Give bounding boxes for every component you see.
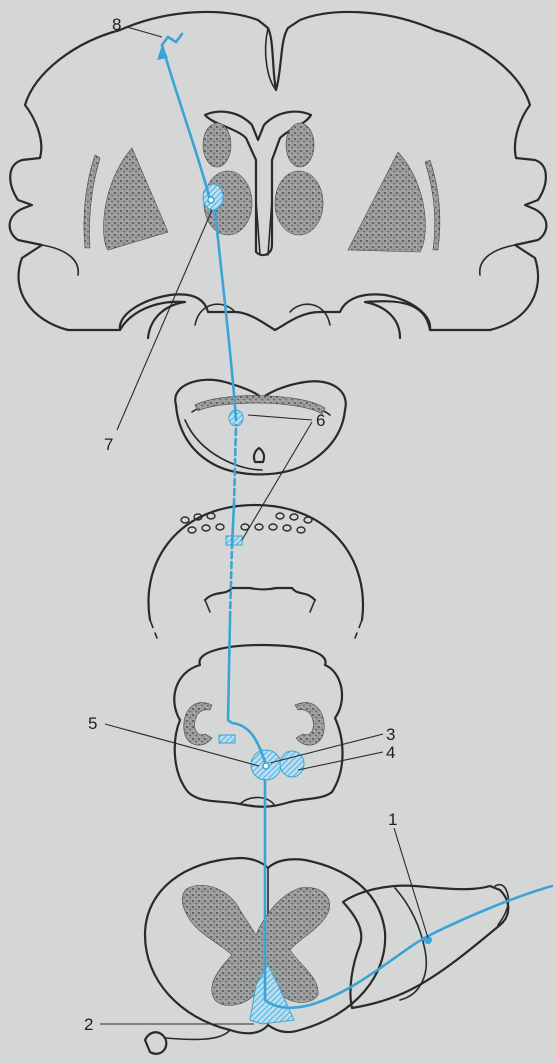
medial-lemniscus-medulla <box>219 735 235 743</box>
lentiform-left <box>104 148 168 250</box>
third-ventricle <box>256 200 272 255</box>
label-8: 8 <box>112 15 121 34</box>
leader-3 <box>270 734 383 763</box>
temporal-horn-left <box>120 302 185 338</box>
leader-6b <box>242 422 312 540</box>
cortical-terminal <box>162 34 182 45</box>
second-order-neuron-top <box>215 210 236 420</box>
leader-8 <box>127 27 162 37</box>
label-2: 2 <box>84 1015 93 1034</box>
inferior-olive-left <box>184 703 212 746</box>
claustrum-left <box>84 155 100 248</box>
pons-dash-left <box>150 620 157 638</box>
label-3: 3 <box>386 725 395 744</box>
dorsal-root-inner <box>395 888 426 1000</box>
label-1: 1 <box>388 810 397 829</box>
label-7: 7 <box>104 435 113 454</box>
thalamic-neuron-cell <box>208 197 214 203</box>
cerebral-aqueduct <box>254 448 264 462</box>
label-6: 6 <box>316 411 325 430</box>
leader-5 <box>105 724 259 766</box>
second-order-neuron-dashed <box>230 545 232 618</box>
label-4: 4 <box>386 743 395 762</box>
fourth-ventricle-floor <box>205 588 315 600</box>
leader-1 <box>394 828 428 938</box>
sulcus-left <box>42 245 78 275</box>
second-order-neuron-dashed-2 <box>234 425 236 505</box>
tectum-band <box>195 396 325 414</box>
inferior-olive-right <box>295 703 324 746</box>
lentiform-right <box>348 152 425 252</box>
cerebrum-section <box>10 12 547 338</box>
pons-dash-right <box>355 620 362 638</box>
dorsal-root <box>343 886 508 1008</box>
hippocampus-right <box>290 304 330 325</box>
ventral-root-line <box>165 1030 230 1040</box>
ventral-root <box>145 1032 166 1054</box>
medulla-section <box>174 645 342 807</box>
pons-outline <box>148 505 363 620</box>
caudate-left <box>203 123 231 167</box>
fourth-ventricle-hooks <box>205 600 315 612</box>
temporal-horn-right <box>365 301 430 338</box>
third-order-neuron <box>162 45 210 200</box>
label-5: 5 <box>88 714 97 733</box>
midbrain-inner-line <box>185 420 262 470</box>
sulcus-right <box>480 245 515 275</box>
medial-lemniscus-pons <box>226 536 242 545</box>
caudate-right <box>286 123 314 167</box>
thalamus-right <box>275 171 323 235</box>
leader-6a <box>248 415 312 420</box>
hippocampus-left <box>195 304 235 325</box>
pathway-arrow <box>157 45 168 60</box>
medullary-neuron-cell <box>263 763 269 769</box>
pons-section <box>148 505 363 638</box>
claustrum-right <box>425 160 440 250</box>
